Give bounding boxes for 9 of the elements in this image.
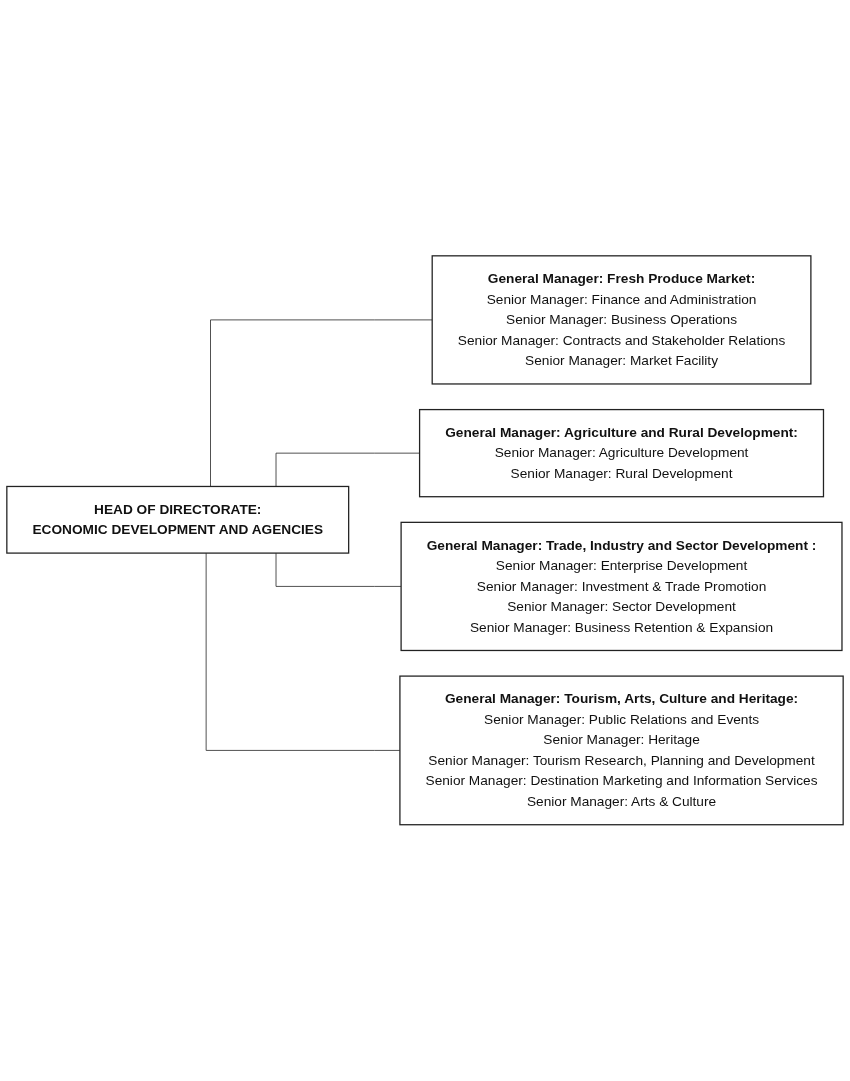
node-box: HEAD OF DIRECTORATE: ECONOMIC DEVELOPMENT AND AGENCIES	[6, 486, 350, 554]
connector	[210, 319, 433, 488]
node-box: General Manager: Agriculture and Rural Development: Senior Manager: Agriculture Development Senior Manager: Rural Development	[418, 409, 825, 498]
node-box: General Manager: Tourism, Arts, Culture and Heritage: Senior Manager: Public Relations and Events Senior Manager: Heritage Senior Manager: Tourism Research, Planning and Development Senior Manager: Destination Marketing and Information Services Senior Manager: Arts & Culture	[399, 675, 844, 826]
node-box: General Manager: Fresh Produce Market: Senior Manager: Finance and Administration Senior Manager: Business Operations Senior Manager: Contracts and Stakeholder Relations Senior Manager: Market Facility	[431, 255, 812, 385]
node-box: General Manager: Trade, Industry and Sector Development : Senior Manager: Enterprise Development Senior Manager: Investment & Trade Promotion Senior Manager: Sector Development Senior Manager: Business Retention & Expansion	[400, 521, 843, 652]
connector	[275, 452, 420, 488]
connector	[275, 552, 402, 588]
connector	[205, 552, 401, 752]
